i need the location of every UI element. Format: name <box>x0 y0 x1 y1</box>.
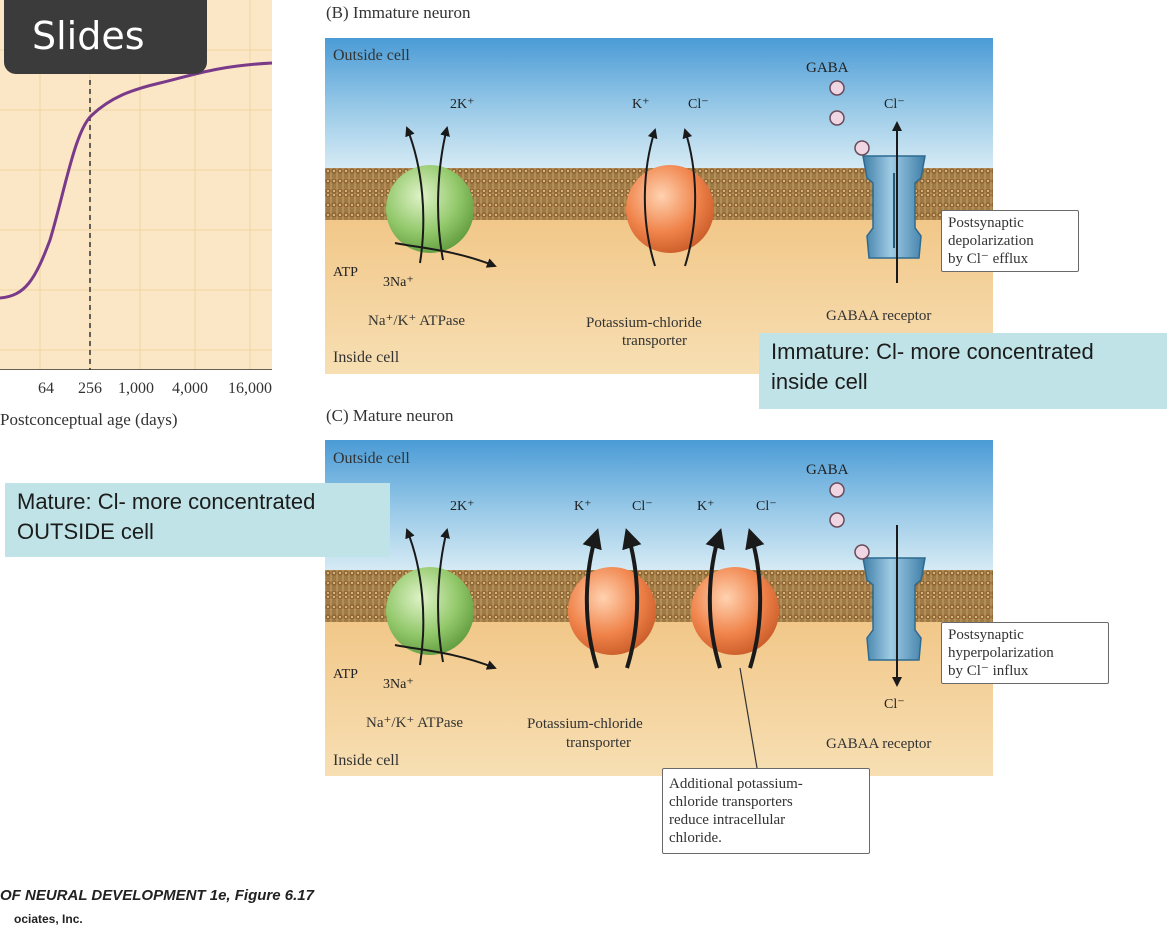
x-tick-4000: 4,000 <box>172 380 208 397</box>
panel-c-gaba-label: GABA <box>806 462 849 478</box>
panel-c-callout-line-1: Postsynaptic <box>948 627 1024 643</box>
panel-c-receptor-label: GABAA receptor <box>826 736 932 752</box>
panel-b-receptor-label: GABAA receptor <box>826 308 932 324</box>
panel-b-callout: Postsynaptic depolarization by Cl⁻ efflu… <box>941 210 1079 272</box>
publisher-credit: ociates, Inc. <box>14 912 83 926</box>
panel-c-kcc1-cl: Cl⁻ <box>632 499 653 514</box>
panel-c-atp-label: ATP <box>333 667 358 682</box>
panel-c-callout-line-2: hyperpolarization <box>948 645 1054 661</box>
panel-c-kcc1-k: K⁺ <box>574 499 592 514</box>
panel-c-gaba-cl: Cl⁻ <box>884 697 905 712</box>
panel-c-atpase <box>386 567 474 655</box>
panel-c-atpase-ions-in: 3Na⁺ <box>383 677 414 692</box>
panel-b-gaba-cl: Cl⁻ <box>884 97 905 112</box>
x-tick-256: 256 <box>78 380 102 397</box>
panel-b-atpase-ions-in: 3Na⁺ <box>383 275 414 290</box>
banner-mature: Mature: Cl- more concentrated OUTSIDE ce… <box>5 483 390 557</box>
additional-line-3: reduce intracellular <box>669 812 786 828</box>
panel-c-kcc2-k: K⁺ <box>697 499 715 514</box>
panel-b-callout-line-3: by Cl⁻ efflux <box>948 251 1029 267</box>
panel-c-kcc2-cl: Cl⁻ <box>756 499 777 514</box>
panel-b-inside-label: Inside cell <box>333 349 400 366</box>
panel-b-atpase-label: Na⁺/K⁺ ATPase <box>368 313 466 329</box>
panel-c-kcc-1 <box>568 567 656 655</box>
growth-curve <box>0 61 273 300</box>
additional-line-4: chloride. <box>669 830 722 846</box>
panel-b-callout-line-1: Postsynaptic <box>948 215 1024 231</box>
additional-transporters-callout: Additional potassium- chloride transport… <box>662 768 870 854</box>
x-axis-label: Postconceptual age (days) <box>0 410 178 429</box>
panel-c-diagram <box>325 440 993 776</box>
x-tick-16000: 16,000 <box>228 380 272 397</box>
panel-c-atpase-label: Na⁺/K⁺ ATPase <box>366 715 464 731</box>
panel-c-atpase-ions-out: 2K⁺ <box>450 499 475 514</box>
slides-badge: Slides <box>4 0 207 74</box>
panel-b-atpase <box>386 165 474 253</box>
panel-c-kcc-2 <box>691 567 779 655</box>
panel-c-callout: Postsynaptic hyperpolarization by Cl⁻ in… <box>941 622 1109 684</box>
panel-c-outside-label: Outside cell <box>333 450 410 467</box>
panel-b-kcc-label-2: transporter <box>622 333 687 349</box>
panel-b-kcc-cl: Cl⁻ <box>688 97 709 112</box>
panel-b-callout-line-2: depolarization <box>948 233 1034 249</box>
x-tick-1000: 1,000 <box>118 380 154 397</box>
panel-b-outside-label: Outside cell <box>333 47 410 64</box>
figure-credit: OF NEURAL DEVELOPMENT 1e, Figure 6.17 <box>0 887 314 904</box>
additional-line-1: Additional potassium- <box>669 776 803 792</box>
panel-c-extracellular <box>325 440 993 573</box>
additional-line-2: chloride transporters <box>669 794 793 810</box>
panel-b-extracellular <box>325 38 993 171</box>
panel-b-gaba-label: GABA <box>806 60 849 76</box>
panel-c-callout-line-3: by Cl⁻ influx <box>948 663 1029 679</box>
panel-c-kcc-label-1: Potassium-chloride <box>527 716 643 732</box>
panel-b-atpase-ions-out: 2K⁺ <box>450 97 475 112</box>
panel-b-kcc <box>626 165 714 253</box>
x-tick-64: 64 <box>38 380 54 397</box>
panel-c-inside-label: Inside cell <box>333 752 400 769</box>
panel-b-kcc-k: K⁺ <box>632 97 650 112</box>
panel-c-title: (C) Mature neuron <box>326 406 454 425</box>
panel-b-atp-label: ATP <box>333 265 358 280</box>
banner-immature: Immature: Cl- more concentrated inside c… <box>759 333 1167 409</box>
panel-b-kcc-label-1: Potassium-chloride <box>586 315 702 331</box>
panel-c-gaba-receptor <box>862 557 926 661</box>
panel-c-kcc-label-2: transporter <box>566 735 631 751</box>
panel-b-title: (B) Immature neuron <box>326 3 471 22</box>
